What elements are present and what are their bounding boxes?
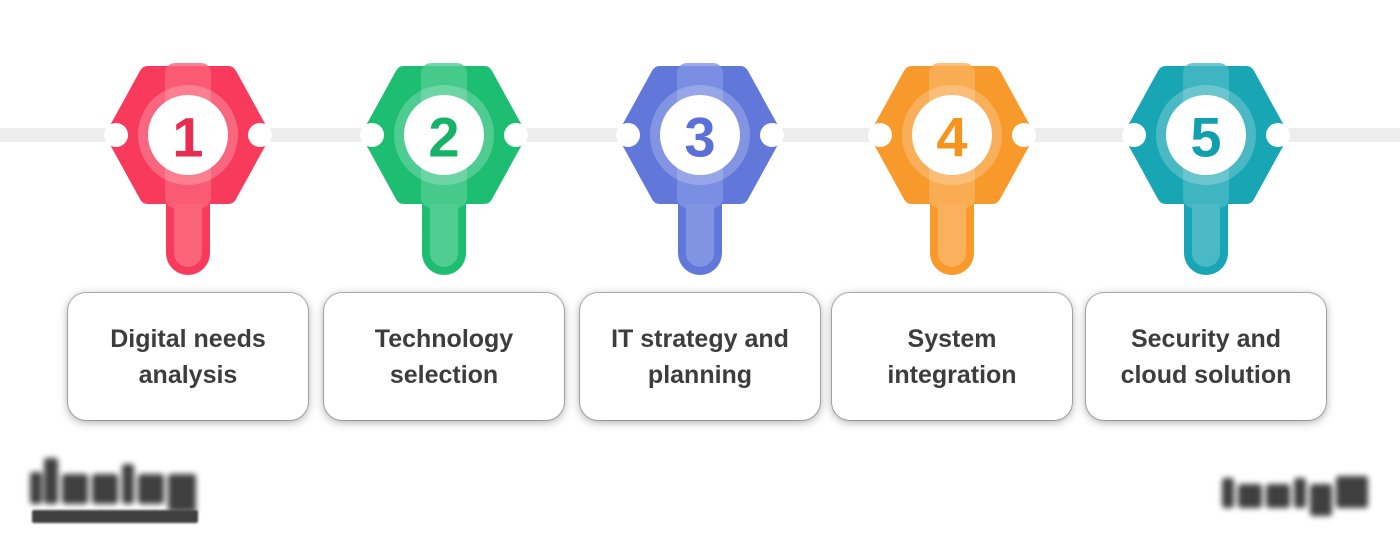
connector-dot-right — [248, 123, 272, 147]
step-label: System integration — [887, 324, 1017, 389]
connector-dot-right — [504, 123, 528, 147]
step-card-1: Digital needs analysis — [68, 293, 308, 420]
step-marker-4: 4 — [868, 63, 1036, 275]
marker-circle — [148, 95, 228, 175]
right-logo-redacted — [1222, 476, 1370, 516]
left-logo-redacted — [30, 458, 202, 526]
connector-dot-left — [1122, 123, 1146, 147]
left-logo-wordmark-blur — [30, 458, 202, 512]
step-marker-2: 2 — [360, 63, 528, 275]
marker-circle — [1166, 95, 1246, 175]
connector-dot-right — [1266, 123, 1290, 147]
connector-dot-left — [360, 123, 384, 147]
step-number: 1 — [172, 106, 203, 169]
step-card-3: IT strategy and planning — [580, 293, 820, 420]
connector-dot-left — [868, 123, 892, 147]
step-number: 2 — [428, 106, 459, 169]
step-number: 3 — [684, 106, 715, 169]
connector-dot-left — [104, 123, 128, 147]
step-marker-1: 1 — [104, 63, 272, 275]
step-label: Security and cloud solution — [1120, 324, 1292, 389]
step-marker-3: 3 — [616, 63, 784, 275]
left-logo-underline — [32, 510, 198, 523]
step-card-4: System integration — [832, 293, 1072, 420]
connector-dot-right — [1012, 123, 1036, 147]
step-label: Technology selection — [374, 324, 514, 389]
step-label: IT strategy and planning — [611, 324, 789, 389]
step-label: Digital needs analysis — [110, 324, 266, 389]
connector-dot-left — [616, 123, 640, 147]
marker-circle — [404, 95, 484, 175]
step-card-2: Technology selection — [324, 293, 564, 420]
step-number: 5 — [1190, 106, 1221, 169]
step-marker-5: 5 — [1122, 63, 1290, 275]
step-number: 4 — [936, 106, 967, 169]
connector-dot-right — [760, 123, 784, 147]
marker-circle — [912, 95, 992, 175]
step-card-5: Security and cloud solution — [1086, 293, 1326, 420]
marker-circle — [660, 95, 740, 175]
